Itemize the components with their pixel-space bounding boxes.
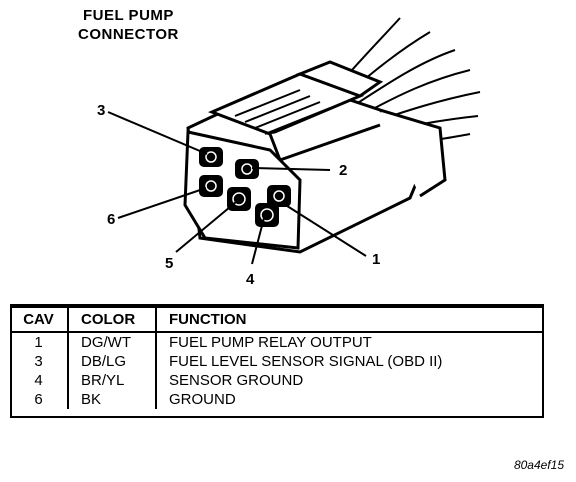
cell-color: DB/LG [68, 352, 157, 371]
cell-function: GROUND [169, 391, 236, 408]
title-line-1: FUEL PUMP [83, 7, 174, 24]
header-color: COLOR [68, 307, 157, 333]
cell-function: SENSOR GROUND [169, 372, 304, 389]
callout-4: 4 [246, 271, 255, 288]
cavity-3 [199, 147, 223, 167]
cell-cav: 3 [10, 352, 69, 371]
leader-lines [107, 111, 367, 265]
cell-color: DG/WT [68, 332, 157, 352]
callout-3: 3 [97, 102, 106, 119]
cavity-6 [199, 175, 223, 197]
callout-6: 6 [107, 211, 116, 228]
header-cav: CAV [10, 307, 69, 333]
cavity-1 [267, 185, 291, 207]
leader-3 [107, 111, 208, 155]
diagram-title: FUEL PUMP CONNECTOR [78, 6, 179, 44]
cell-function: FUEL PUMP RELAY OUTPUT [169, 334, 372, 351]
leader-5 [175, 201, 237, 253]
pinout-table: CAV COLOR FUNCTION 1 DG/WT FUEL PUMP REL… [10, 306, 544, 409]
cell-color: BK [68, 390, 157, 409]
cavity-4 [255, 203, 279, 227]
table-row: 4 BR/YL SENSOR GROUND [10, 371, 544, 390]
leader-1 [283, 203, 367, 257]
table-header-row: CAV COLOR FUNCTION [10, 307, 544, 333]
cell-cav: 6 [10, 390, 69, 409]
title-line-2: CONNECTOR [78, 26, 179, 43]
cell-color: BR/YL [68, 371, 157, 390]
figure-code: 80a4ef15 [513, 458, 564, 472]
cell-cav: 4 [10, 371, 69, 390]
callout-2: 2 [339, 162, 348, 179]
cavity-highlights [205, 151, 285, 222]
leader-4 [251, 217, 265, 265]
header-function: FUNCTION [156, 307, 544, 333]
connector-illustration [107, 17, 481, 265]
table-row: 1 DG/WT FUEL PUMP RELAY OUTPUT [10, 332, 544, 352]
table-row: 6 BK GROUND [10, 390, 544, 409]
table-row: 3 DB/LG FUEL LEVEL SENSOR SIGNAL (OBD II… [10, 352, 544, 371]
callout-1: 1 [372, 251, 381, 268]
cell-function: FUEL LEVEL SENSOR SIGNAL (OBD II) [169, 353, 443, 370]
leader-6 [117, 187, 207, 219]
latch-ribs [234, 89, 331, 135]
leader-2 [251, 167, 331, 171]
cell-cav: 1 [10, 332, 69, 352]
callout-5: 5 [165, 255, 174, 272]
